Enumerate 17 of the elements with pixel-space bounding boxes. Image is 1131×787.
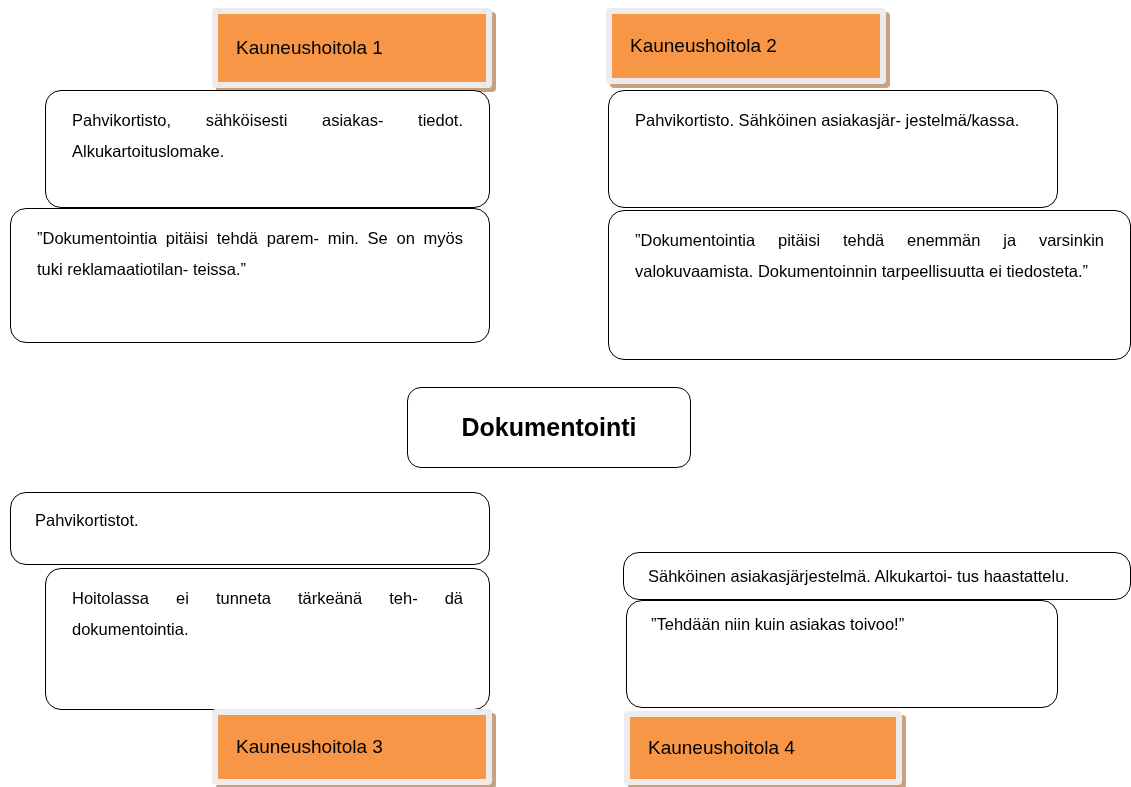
- box-text: Pahvikortisto, sähköisesti asiakas- tiedot. Alkukartoituslomake.: [72, 110, 463, 162]
- text-box: [608, 210, 1131, 360]
- title-box: Dokumentointi: [407, 387, 691, 468]
- text-box: [10, 492, 490, 565]
- box-text: ”Dokumentointia pitäisi tehdä parem- min. Se on myös tuki reklamaatiotilan- teissa.”: [37, 228, 463, 280]
- text-box: [45, 568, 490, 710]
- box-text: ”Dokumentointia pitäisi tehdä enemmän ja varsinkin valokuvaamista. Dokumentoinnin tarpeellisuutta ei tiedosteta.”: [635, 230, 1104, 282]
- box-text: Sähköinen asiakasjärjestelmä. Alkukartoi- tus haastattelu.: [648, 566, 1070, 587]
- box-text: Hoitolassa ei tunneta tärkeänä teh- dä dokumentointia.: [72, 588, 463, 640]
- box-text: ”Tehdään niin kuin asiakas toivoo!”: [651, 614, 906, 635]
- box-text: Pahvikortistot.: [35, 510, 140, 531]
- text-box: [10, 208, 490, 343]
- text-box: [608, 90, 1058, 208]
- text-box: [626, 600, 1058, 708]
- text-box: [45, 90, 490, 208]
- box-text: Pahvikortisto. Sähköinen asiakasjär- jestelmä/kassa.: [635, 110, 1021, 131]
- text-box: [623, 552, 1131, 600]
